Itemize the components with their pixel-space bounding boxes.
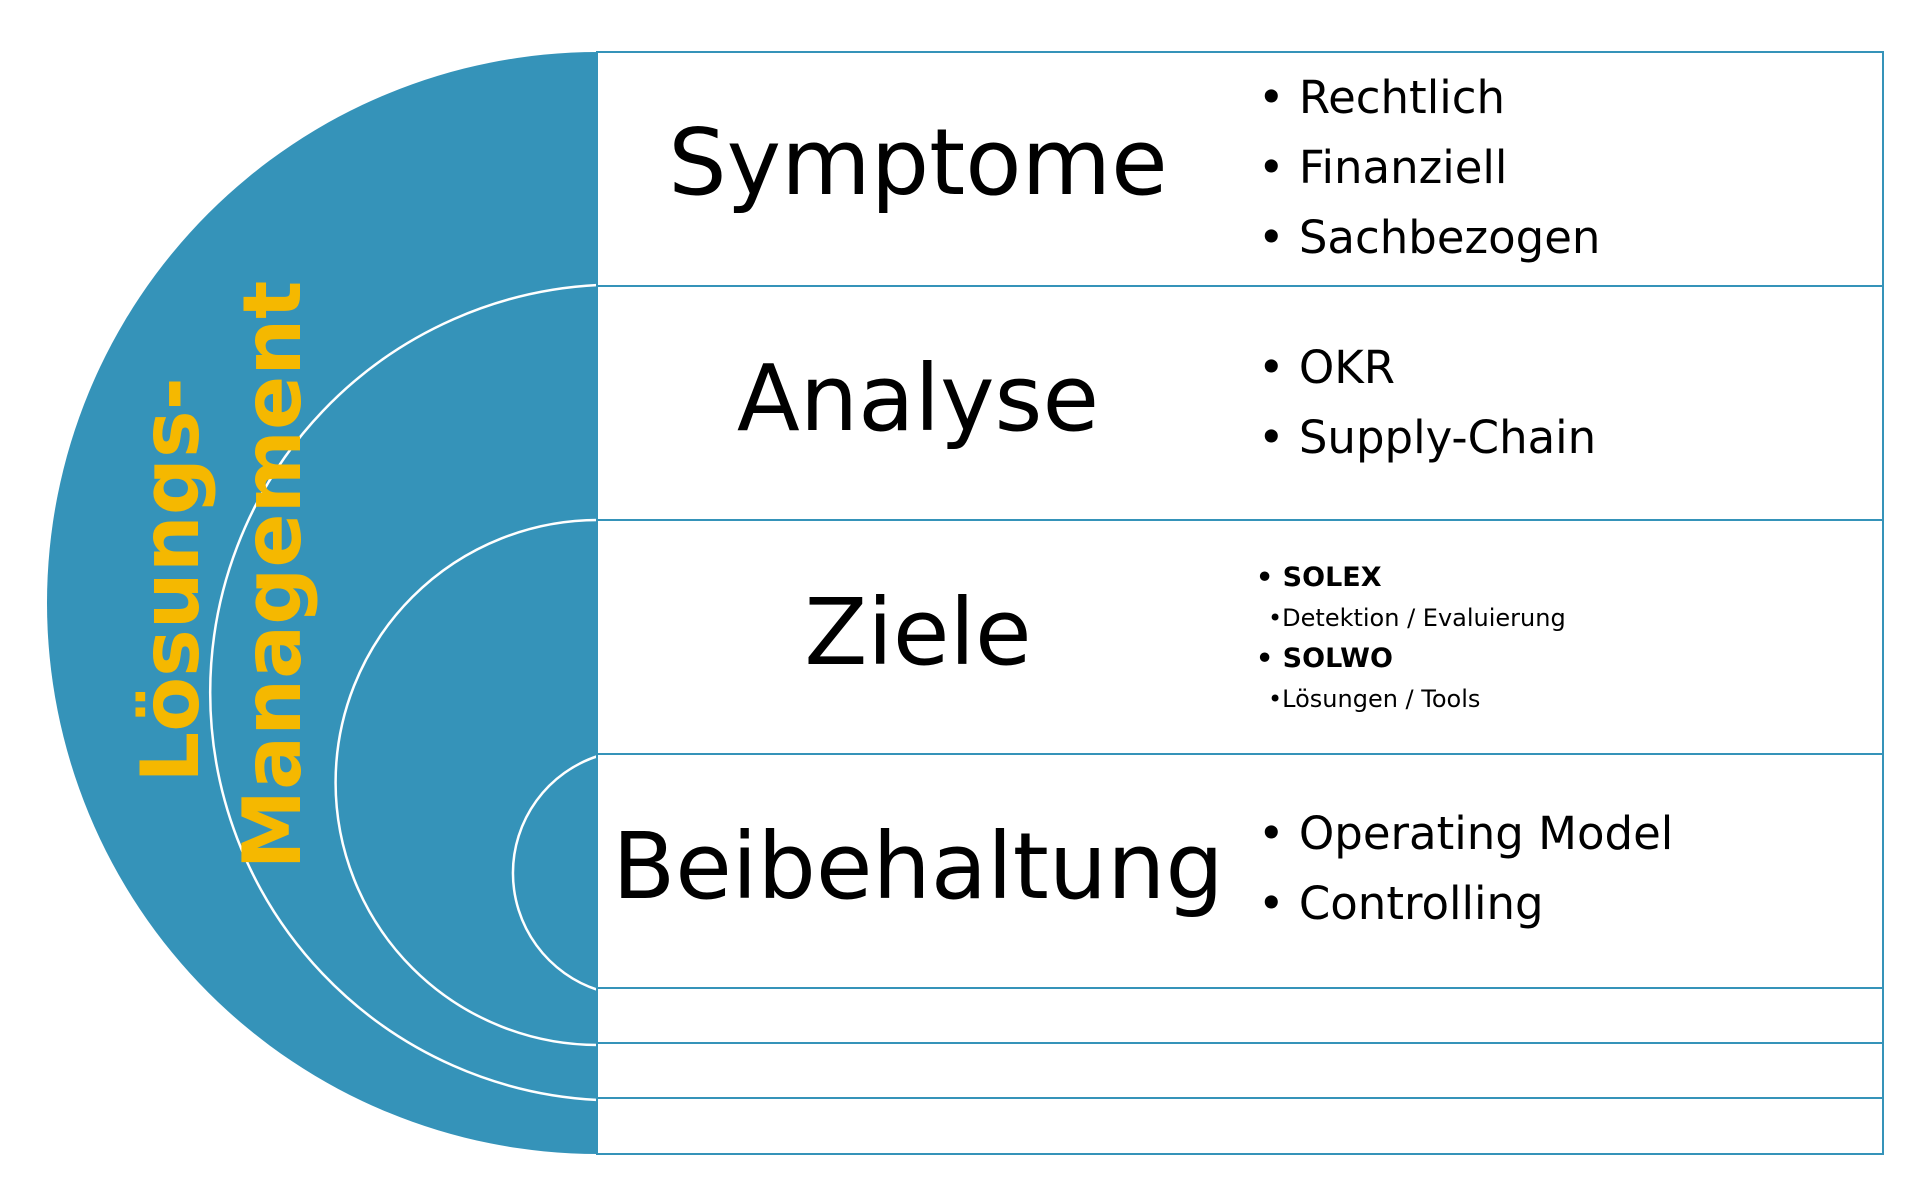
stage-box-ziele (596, 519, 1884, 755)
outer-half-disc (47, 52, 598, 1154)
side-label-line1: Lösungs- (124, 377, 217, 783)
bullet-item: • SOLEX (1256, 562, 1382, 593)
bullet-item: • SOLWO (1256, 643, 1393, 674)
bullet-item: • Finanziell (1258, 141, 1507, 194)
bullet-item: • Supply-Chain (1258, 411, 1596, 464)
bullet-subitem: •Lösungen / Tools (1268, 685, 1480, 713)
stage-box-symptome (596, 51, 1884, 287)
stage-boxes (596, 51, 1884, 1155)
ring-3 (208, 283, 599, 1102)
bullet-item: • Controlling (1258, 877, 1544, 930)
bullet-subitem: •Detektion / Evaluierung (1268, 604, 1566, 632)
stage-box-beibehaltung (596, 753, 1884, 989)
ring-2 (334, 518, 599, 1047)
stage-box-analyse (596, 285, 1884, 521)
empty-box-2 (596, 1042, 1884, 1099)
stage-title-analyse: Analyse (737, 345, 1099, 452)
stage-title-symptome: Symptome (668, 109, 1167, 216)
empty-box-3 (596, 1097, 1884, 1155)
bullet-item: • Sachbezogen (1258, 211, 1600, 264)
bullet-item: • OKR (1258, 341, 1395, 394)
side-label-line2: Management (226, 281, 319, 870)
bullet-item: • Rechtlich (1258, 71, 1505, 124)
side-label: Lösungs- Management (124, 281, 319, 870)
empty-box-1 (596, 987, 1884, 1044)
stage-title-ziele: Ziele (804, 579, 1031, 686)
stage-title-beibehaltung: Beibehaltung (612, 813, 1224, 920)
bullet-item: • Operating Model (1258, 807, 1673, 860)
ring-1 (511, 754, 599, 992)
